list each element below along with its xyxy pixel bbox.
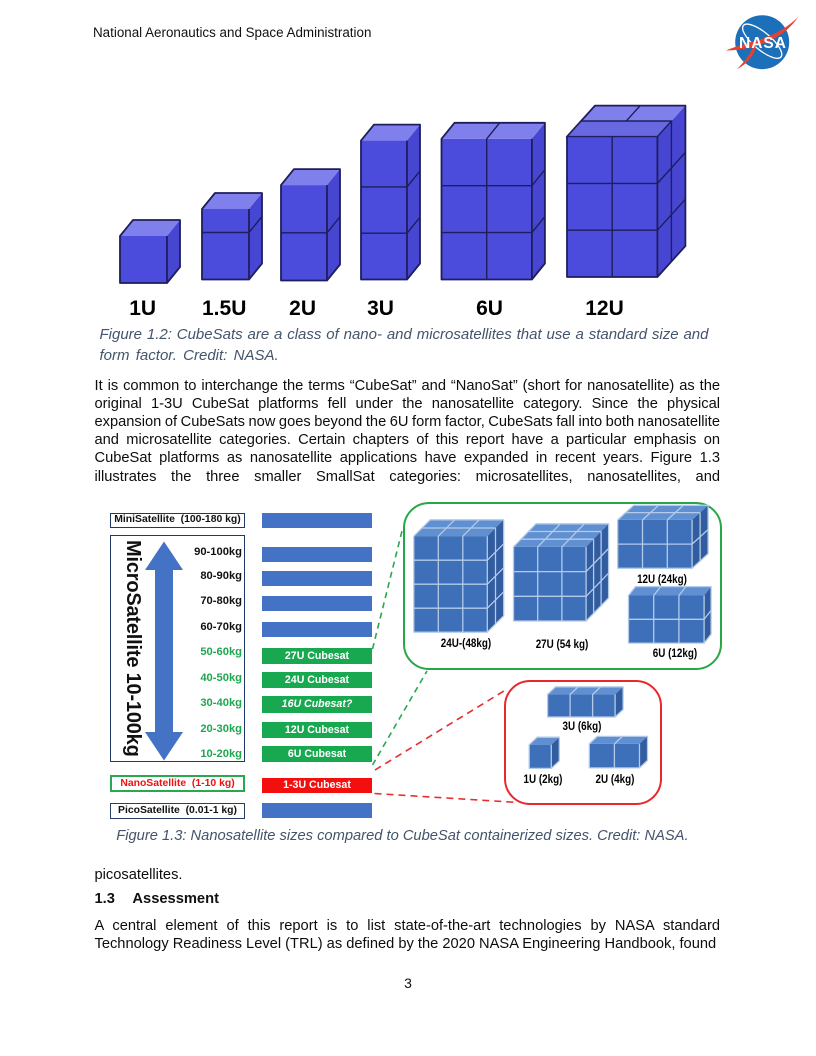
svg-text:NASA: NASA [739,35,787,52]
